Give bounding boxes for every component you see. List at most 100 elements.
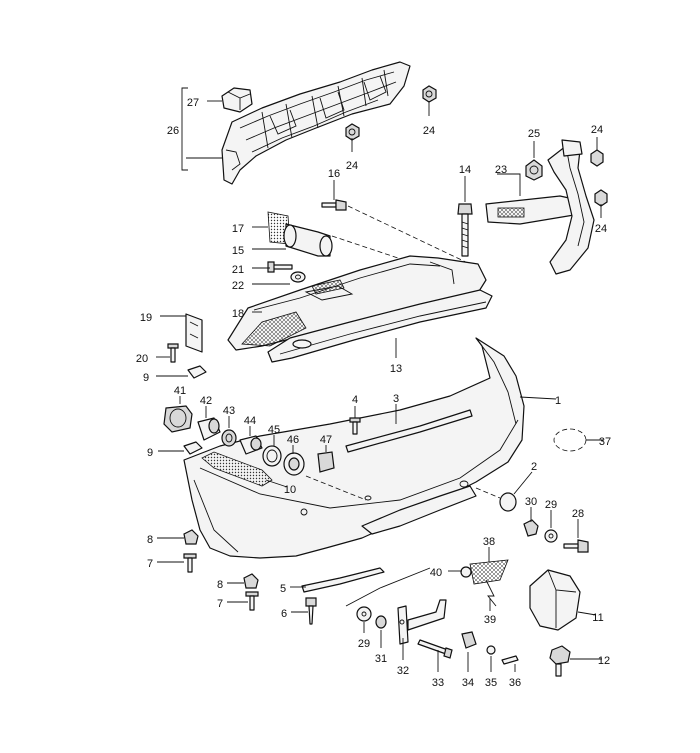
bolt-part-14	[457, 203, 473, 257]
screw-part-7-b	[245, 591, 259, 611]
mount-part-38	[469, 559, 509, 585]
callout-number-c27: 27	[187, 97, 199, 109]
leader-line-c11	[577, 611, 597, 616]
nut-24-a	[422, 85, 437, 103]
callout-number-c22: 22	[232, 280, 244, 292]
washer-part-35	[486, 645, 496, 655]
callout-number-c43: 43	[223, 405, 235, 417]
holder-part-41	[163, 405, 193, 433]
callout-number-c6: 6	[281, 608, 287, 620]
nut-part-30	[523, 519, 539, 537]
cap-part-2	[499, 492, 517, 512]
nut-part-8-a	[183, 529, 199, 545]
callout-number-c15: 15	[232, 245, 244, 257]
screw-part-7-a	[183, 553, 197, 573]
washer-part-40	[460, 566, 472, 578]
energy-absorber-part-26	[221, 61, 411, 185]
screw-part-20	[167, 343, 179, 363]
ring-part-37	[553, 428, 587, 452]
callout-number-c24d: 24	[595, 223, 607, 235]
nut-24-c	[590, 149, 604, 167]
sensor-part-44	[239, 435, 263, 455]
callout-number-c10: 10	[284, 484, 296, 496]
assembly-line-16	[347, 205, 471, 265]
leader-line-c2	[513, 471, 533, 495]
callout-number-c28: 28	[572, 508, 584, 520]
callout-number-c8a: 8	[147, 534, 153, 546]
bolt-part-12	[549, 645, 571, 677]
screw-part-36	[501, 655, 519, 665]
clip-part-34	[461, 631, 477, 649]
callout-number-c44: 44	[244, 415, 256, 427]
callout-number-c33: 33	[432, 677, 444, 689]
callout-number-c9a: 9	[143, 372, 149, 384]
washer-part-29-a	[544, 529, 558, 543]
assembly-line-2	[475, 487, 501, 499]
tube-part-15	[283, 223, 333, 257]
strip-part-5	[301, 567, 385, 593]
callout-number-c20: 20	[136, 353, 148, 365]
callout-number-c40: 40	[430, 567, 442, 579]
callout-number-c23: 23	[495, 164, 507, 176]
callout-number-c7a: 7	[147, 558, 153, 570]
ring-part-43	[221, 429, 237, 447]
nut-part-31	[375, 615, 387, 629]
bracket-part-32	[397, 599, 447, 645]
callout-number-c18: 18	[232, 308, 244, 320]
callout-number-c25: 25	[528, 128, 540, 140]
callout-number-c17: 17	[232, 223, 244, 235]
callout-number-c9b: 9	[147, 447, 153, 459]
sensor-part-42	[197, 417, 221, 441]
assembly-line-15	[331, 235, 411, 263]
bracket-26	[181, 87, 188, 171]
screw-part-21	[267, 261, 293, 273]
pin-part-6	[305, 597, 317, 625]
washer-part-29-b	[356, 606, 372, 622]
side-bracket-part-23	[485, 139, 595, 275]
leader-line-c1	[519, 396, 557, 400]
callout-number-c29a: 29	[545, 499, 557, 511]
callout-number-c29b: 29	[358, 638, 370, 650]
screw-part-33	[417, 639, 453, 659]
grille-part-10	[201, 451, 273, 487]
cross-member-part-13	[267, 289, 493, 363]
clip-part-9-b	[183, 441, 203, 455]
callout-number-c4: 4	[352, 394, 358, 406]
callout-number-c21: 21	[232, 264, 244, 276]
clip-part-27	[221, 87, 253, 113]
callout-number-c34: 34	[462, 677, 474, 689]
callout-number-c30: 30	[525, 496, 537, 508]
nut-part-8-b	[243, 573, 259, 589]
bumper-carrier-part-18	[227, 255, 487, 351]
washer-part-22	[290, 271, 306, 283]
cover-part-11	[529, 569, 581, 631]
leader-line-c10	[265, 479, 288, 488]
trim-strip-part-3	[345, 409, 473, 453]
callout-number-c35: 35	[485, 677, 497, 689]
assembly-line-46	[305, 475, 367, 501]
screw-part-28	[563, 539, 589, 553]
callout-number-c14: 14	[459, 164, 471, 176]
callout-number-c36: 36	[509, 677, 521, 689]
callout-number-c37: 37	[599, 436, 611, 448]
callout-number-c8b: 8	[217, 579, 223, 591]
nut-25	[525, 159, 543, 181]
callout-number-c19: 19	[140, 312, 152, 324]
assembly-line-lower	[345, 567, 431, 607]
callout-number-c11: 11	[592, 612, 603, 624]
callout-number-c24b: 24	[346, 160, 358, 172]
callout-number-c16: 16	[328, 168, 340, 180]
clip-part-9-a	[187, 365, 207, 379]
callout-number-c47: 47	[320, 434, 332, 446]
callout-number-c7b: 7	[217, 598, 223, 610]
callout-number-c1: 1	[555, 395, 561, 407]
screw-part-4	[349, 417, 361, 435]
nut-24-b	[345, 123, 360, 141]
callout-number-c24c: 24	[591, 124, 603, 136]
callout-number-c46: 46	[287, 434, 299, 446]
callout-number-c38: 38	[483, 536, 495, 548]
callout-number-c39: 39	[484, 614, 496, 626]
